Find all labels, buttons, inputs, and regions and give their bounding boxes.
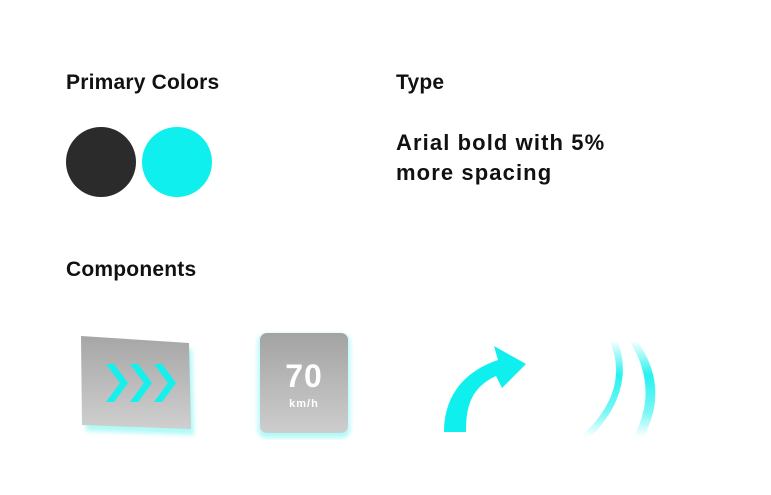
type-sample-line-1: Arial bold with 5% — [396, 130, 606, 155]
triple-chevron-right-icon — [81, 336, 194, 435]
cyan-color-swatch — [142, 127, 212, 197]
components-heading: Components — [66, 258, 197, 281]
type-sample-text: Arial bold with 5% more spacing — [396, 128, 696, 188]
type-heading: Type — [396, 71, 445, 94]
direction-chevrons-panel — [72, 328, 202, 440]
dark-color-swatch — [66, 127, 136, 197]
speed-display-panel: 70 km/h — [252, 328, 360, 440]
lane-lines-icon — [570, 340, 670, 440]
primary-colors-heading: Primary Colors — [66, 71, 220, 94]
speed-unit: km/h — [289, 398, 319, 410]
type-sample-line-2: more spacing — [396, 160, 553, 185]
turn-right-arrow-icon — [432, 336, 542, 442]
speed-value: 70 — [285, 358, 323, 394]
